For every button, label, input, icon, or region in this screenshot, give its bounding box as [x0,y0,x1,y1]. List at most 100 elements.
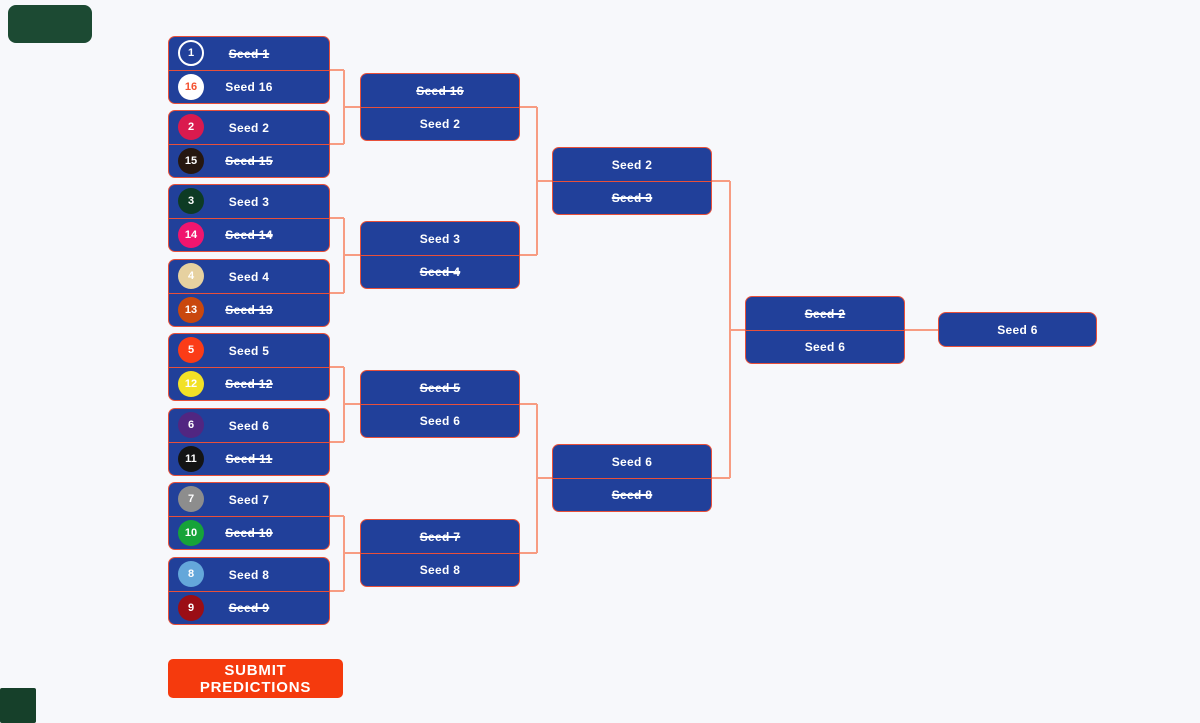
team-label: Seed 4 [228,269,270,284]
team-row[interactable]: 14 Seed 14 [169,218,329,251]
team-row[interactable]: 12 Seed 12 [169,367,329,400]
matchup-box: Seed 2 Seed 6 [745,296,905,364]
team-label: Seed 8 [419,563,461,577]
team-label: Seed 5 [419,380,461,395]
team-label: Seed 3 [419,231,461,246]
team-label: Seed 6 [804,340,846,354]
team-label: Seed 15 [225,154,273,168]
seed-circle: 15 [178,148,204,174]
matchup-box: Seed 5 Seed 6 [360,370,520,438]
connector-line [330,292,344,294]
seed-circle: 7 [178,486,204,512]
slot-row[interactable]: Seed 6 [746,330,904,363]
seed-circle: 6 [178,412,204,438]
slot-row[interactable]: Seed 8 [361,553,519,586]
team-label: Seed 1 [228,46,270,61]
team-row[interactable]: 6 Seed 6 [169,409,329,442]
team-row[interactable]: 16 Seed 16 [169,70,329,103]
team-label: Seed 2 [611,157,653,172]
team-label: Seed 2 [804,306,846,321]
team-label: Seed 2 [228,120,270,135]
connector-line [330,590,344,592]
slot-row[interactable]: Seed 2 [746,297,904,330]
team-label: Seed 12 [225,377,273,391]
slot-row[interactable]: Seed 6 [361,404,519,437]
seed-circle: 4 [178,263,204,289]
seed-circle: 13 [178,297,204,323]
team-row[interactable]: 4 Seed 4 [169,260,329,293]
matchup-box: Seed 2 Seed 3 [552,147,712,215]
connector-line [330,217,344,219]
connector-line [520,254,537,256]
team-label: Seed 16 [416,83,464,98]
matchup-box: Seed 6 Seed 8 [552,444,712,512]
connector-line [520,403,537,405]
team-label: Seed 6 [997,322,1038,337]
seed-circle: 11 [178,446,204,472]
connector-line [905,329,938,331]
team-label: Seed 10 [225,526,273,540]
team-row[interactable]: 10 Seed 10 [169,516,329,549]
slot-row[interactable]: Seed 7 [361,520,519,553]
slot-row[interactable]: Seed 4 [361,255,519,288]
connector-line [537,477,552,479]
slot-row[interactable]: Seed 3 [553,181,711,214]
connector-line [344,106,360,108]
team-label: Seed 16 [225,80,273,94]
connector-line [330,515,344,517]
connector-line [330,441,344,443]
matchup-box: 6 Seed 6 11 Seed 11 [168,408,330,476]
team-label: Seed 2 [419,117,461,131]
team-label: Seed 11 [225,452,273,466]
slot-row[interactable]: Seed 5 [361,371,519,404]
connector-line [330,143,344,145]
team-row[interactable]: 15 Seed 15 [169,144,329,177]
slot-row[interactable]: Seed 6 [939,313,1096,346]
team-label: Seed 6 [228,418,270,433]
team-label: Seed 8 [611,488,653,502]
connector-line [344,254,360,256]
seed-circle: 10 [178,520,204,546]
team-label: Seed 14 [225,228,273,242]
corner-badge-bottom-left [0,688,36,723]
team-row[interactable]: 11 Seed 11 [169,442,329,475]
slot-row[interactable]: Seed 16 [361,74,519,107]
seed-circle: 14 [178,222,204,248]
team-label: Seed 8 [228,567,270,582]
team-label: Seed 4 [419,265,461,279]
matchup-box: Seed 7 Seed 8 [360,519,520,587]
connector-line [712,180,730,182]
slot-row[interactable]: Seed 3 [361,222,519,255]
submit-predictions-button[interactable]: SUBMIT PREDICTIONS [168,659,343,698]
champion-box: Seed 6 [938,312,1097,347]
slot-row[interactable]: Seed 6 [553,445,711,478]
connector-line [330,366,344,368]
slot-row[interactable]: Seed 8 [553,478,711,511]
seed-circle: 9 [178,595,204,621]
seed-circle: 16 [178,74,204,100]
team-label: Seed 6 [611,454,653,469]
slot-row[interactable]: Seed 2 [361,107,519,140]
seed-circle: 12 [178,371,204,397]
team-label: Seed 7 [419,529,461,544]
slot-row[interactable]: Seed 2 [553,148,711,181]
connector-line [537,180,552,182]
connector-line [330,69,344,71]
corner-badge-top-left [8,5,92,43]
connector-line [344,403,360,405]
connector-line [520,552,537,554]
